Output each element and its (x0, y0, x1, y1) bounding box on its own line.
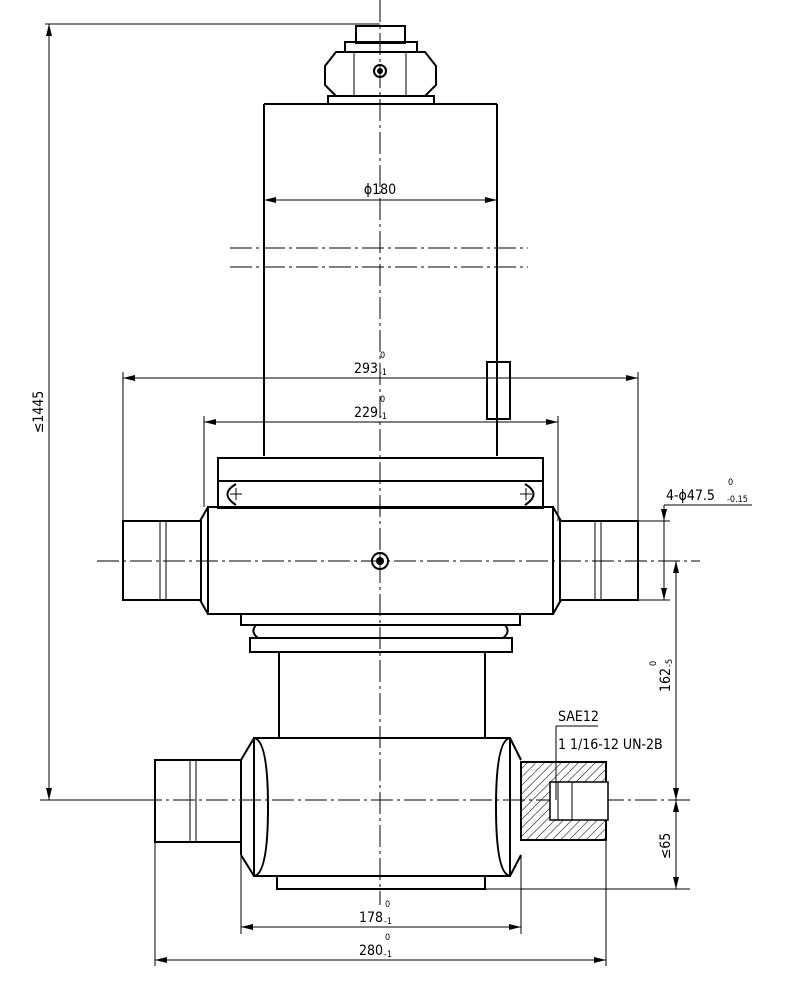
inner-span-lower-tol: -1 (379, 412, 387, 422)
trunnion-block (122, 457, 639, 653)
outer-span-value: 293 (354, 361, 378, 377)
port-thread-label: 1 1/16-12 UN-2B (558, 737, 663, 753)
base-body-value: 178 (359, 910, 383, 926)
pin-diameter-value: 4-ϕ47.5 (666, 488, 715, 504)
port-standard-label: SAE12 (558, 709, 599, 725)
base-height-label: ≤65 (658, 833, 674, 860)
base-body-lower-tol: -1 (384, 917, 392, 927)
outer-span-lower-tol: -1 (379, 368, 387, 378)
neck (278, 652, 486, 738)
outer-span-upper-tol: 0 (380, 351, 385, 361)
dimension-labels: ≤1445 ϕ180 293 0 -1 229 0 -1 4-ϕ47.5 0 -… (31, 182, 748, 960)
pin-to-base-label: 162 0 -5 (649, 659, 675, 692)
dimension-lines (40, 23, 752, 966)
inner-span-upper-tol: 0 (380, 395, 385, 405)
base-overall-value: 280 (359, 943, 383, 959)
svg-text:162: 162 (658, 668, 674, 692)
svg-text:-5: -5 (665, 659, 675, 667)
center-lines (97, 0, 700, 905)
svg-text:0: 0 (649, 661, 659, 666)
base-overall-upper-tol: 0 (385, 933, 390, 943)
top-nut (324, 25, 437, 105)
inner-span-value: 229 (354, 405, 378, 421)
base (154, 737, 609, 890)
base-body-upper-tol: 0 (385, 900, 390, 910)
cylinder-diameter-label: ϕ180 (364, 182, 396, 198)
pin-diameter-upper-tol: 0 (728, 478, 733, 488)
cylinder-body (263, 103, 511, 456)
base-overall-lower-tol: -1 (384, 950, 392, 960)
overall-height-label: ≤1445 (31, 391, 47, 434)
pin-diameter-lower-tol: -0.15 (727, 495, 748, 505)
